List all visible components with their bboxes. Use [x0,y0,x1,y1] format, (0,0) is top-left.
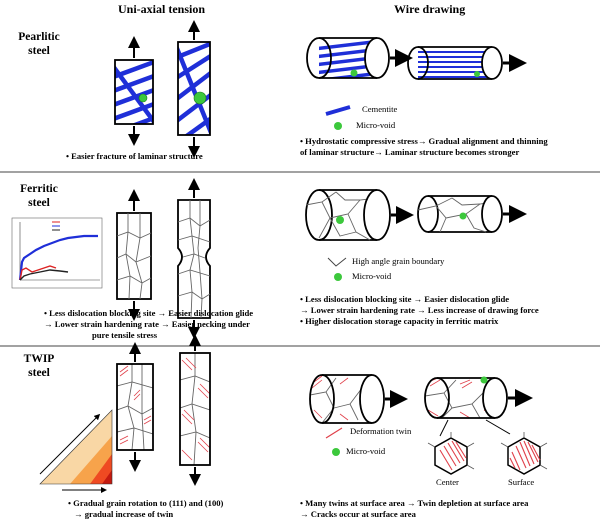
pearlitic-uniaxial-caption: • Easier fracture of laminar structure [66,151,203,162]
pearlitic-uniaxial-specimens [114,20,211,158]
caption-line: → Lower strain hardening rate → Less inc… [300,305,539,315]
caption-line: • Less dislocation blocking site → Easie… [300,294,510,304]
pearlitic-wire-caption: • Hydrostatic compressive stress→ Gradua… [300,136,548,158]
twip-legend-line-label: Deformation twin [350,426,412,436]
pearlitic-label-line2: steel [28,45,50,57]
twip-hexagon-surface [500,432,548,475]
wire-drawing-header: Wire drawing [394,2,466,16]
twip-label-line1: TWIP [23,353,55,365]
caption-line: of laminar structure→ Laminar structure … [300,147,520,157]
caption-line: • Hydrostatic compressive stress→ Gradua… [300,136,548,146]
ferritic-stress-strain-inset [11,217,103,289]
pearlitic-wire-drawing [306,37,527,80]
twip-wire-drawing [309,374,533,437]
ferritic-wire-drawing [305,189,527,241]
ferritic-legend-dot-label: Micro-void [352,271,392,281]
ferritic-legend-symbols [327,257,347,281]
caption-line: pure tensile stress [92,330,158,340]
pearlitic-legend-line-label: Cementite [362,104,398,114]
twip-hex-center-label: Center [436,477,459,487]
twip-legend-dot-label: Micro-void [346,446,386,456]
caption-line: • Higher dislocation storage capacity in… [300,316,499,326]
caption-line: • Easier fracture of laminar structure [66,151,203,161]
ferritic-uniaxial-caption: • Less dislocation blocking site → Easie… [44,308,253,341]
twip-wire-caption: • Many twins at surface area → Twin depl… [300,498,528,520]
uniaxial-header: Uni-axial tension [118,2,206,16]
caption-line: • Many twins at surface area → Twin depl… [300,498,529,508]
ferritic-uniaxial-specimens [116,178,211,339]
caption-line: • Gradual grain rotation to (111) and (1… [68,498,224,508]
pearlitic-legend-symbols [325,105,351,130]
twip-legend-symbols [325,427,343,456]
twip-hexagon-center [427,432,475,475]
ferritic-legend-line-label: High angle grain boundary [352,256,445,266]
twip-orientation-triangle [39,409,113,493]
ferritic-label-line1: Ferritic [20,183,58,195]
ferritic-wire-caption: • Less dislocation blocking site → Easie… [300,294,539,327]
twip-label-line2: steel [28,367,50,379]
caption-line: → gradual increase of twin [74,509,174,519]
twip-label: TWIP steel [6,352,72,380]
twip-uniaxial-caption: • Gradual grain rotation to (111) and (1… [68,498,223,520]
pearlitic-label-line1: Pearlitic [18,31,60,43]
caption-line: → Cracks occur at surface area [300,509,416,519]
twip-uniaxial-specimens [116,334,211,486]
pearlitic-label: Pearlitic steel [6,30,72,58]
caption-line: → Lower strain hardening rate → Easier n… [44,319,250,329]
ferritic-label: Ferritic steel [6,182,72,210]
pearlitic-legend-dot-label: Micro-void [356,120,396,130]
ferritic-label-line2: steel [28,197,50,209]
caption-line: • Less dislocation blocking site → Easie… [44,308,254,318]
twip-hex-surface-label: Surface [508,477,535,487]
